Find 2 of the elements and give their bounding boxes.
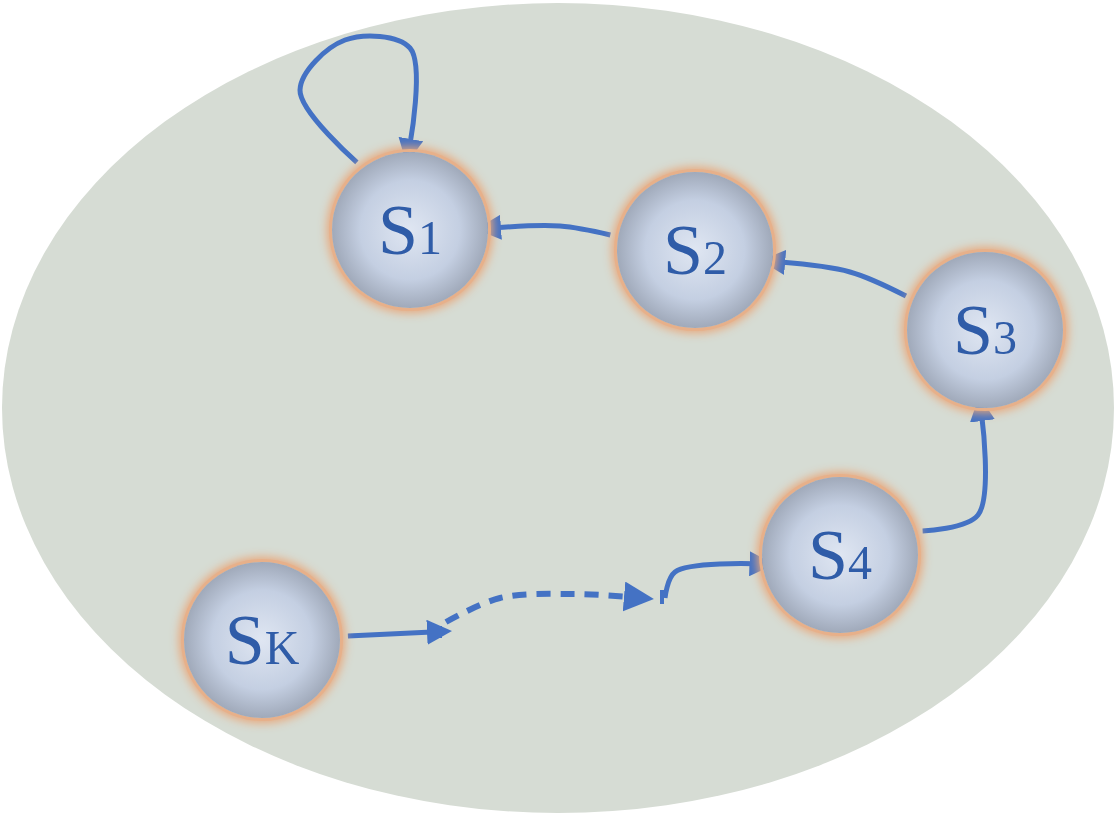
arrow (297, 33, 424, 165)
arrow (347, 619, 452, 645)
